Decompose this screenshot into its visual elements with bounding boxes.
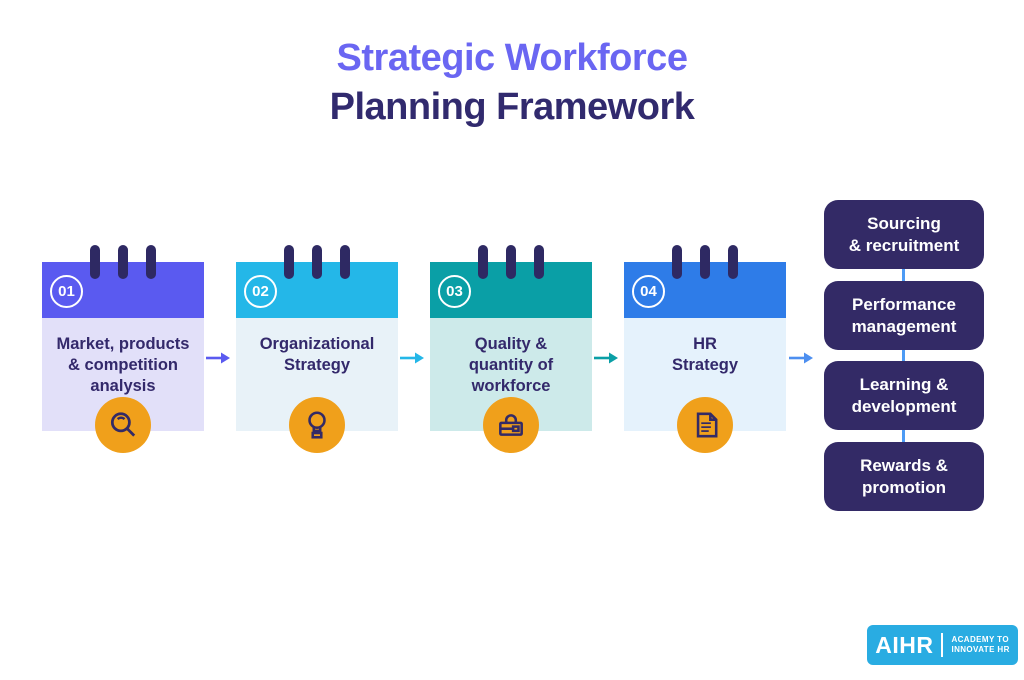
outcome-box-performance-management: Performance management — [824, 281, 984, 350]
pin-icon — [700, 245, 710, 279]
pin-icon — [672, 245, 682, 279]
step-icon-circle — [677, 397, 733, 453]
pin-icon — [118, 245, 128, 279]
flow-arrow-right-icon — [789, 352, 813, 364]
logo-brand-text: AIHR — [875, 631, 934, 658]
calendar-pins — [624, 245, 786, 279]
outcome-box-rewards-promotion: Rewards & promotion — [824, 442, 984, 511]
step-card-2: 02 Organizational Strategy — [236, 245, 398, 457]
logo-divider — [941, 633, 944, 657]
step-card-4: 04 HR Strategy — [624, 245, 786, 457]
title-line-1: Strategic Workforce — [336, 37, 688, 79]
step-label-1: Market, products & competition analysis — [42, 318, 204, 431]
step-card-1: 01 Market, products & competition analys… — [42, 245, 204, 457]
page-title: Strategic Workforce Planning Framework — [0, 34, 1024, 132]
briefcase-icon — [499, 414, 523, 436]
logo-tagline-line-1: ACADEMY TO — [951, 635, 1009, 644]
calendar-pins — [430, 245, 592, 279]
pin-icon — [534, 245, 544, 279]
calendar-pins — [236, 245, 398, 279]
step-number-badge: 02 — [244, 275, 277, 308]
step-card-3: 03 Quality & quantity of workforce — [430, 245, 592, 457]
flow-arrow-right-icon — [594, 352, 618, 364]
step-icon-circle — [289, 397, 345, 453]
step-number-badge: 01 — [50, 275, 83, 308]
pin-icon — [340, 245, 350, 279]
outcome-connector-line — [902, 210, 905, 500]
title-line-2: Planning Framework — [329, 86, 695, 128]
flow-arrow-right-icon — [206, 352, 230, 364]
flow-arrow-right-icon — [400, 352, 424, 364]
step-icon-circle — [95, 397, 151, 453]
step-icon-circle — [483, 397, 539, 453]
pin-icon — [728, 245, 738, 279]
outcome-box-learning-development: Learning & development — [824, 361, 984, 430]
document-icon — [696, 412, 718, 438]
step-label-3: Quality & quantity of workforce — [430, 318, 592, 431]
pin-icon — [312, 245, 322, 279]
aihr-logo[interactable]: AIHR ACADEMY TO INNOVATE HR — [867, 625, 1018, 665]
pin-icon — [284, 245, 294, 279]
calendar-pins — [42, 245, 204, 279]
pin-icon — [90, 245, 100, 279]
pin-icon — [478, 245, 488, 279]
logo-tagline: ACADEMY TO INNOVATE HR — [951, 635, 1009, 655]
lightbulb-icon — [308, 411, 326, 439]
outcome-box-sourcing-recruitment: Sourcing & recruitment — [824, 200, 984, 269]
logo-tagline-line-2: INNOVATE HR — [951, 645, 1010, 654]
pin-icon — [506, 245, 516, 279]
pin-icon — [146, 245, 156, 279]
step-number-badge: 03 — [438, 275, 471, 308]
search-icon — [110, 412, 136, 437]
step-number-badge: 04 — [632, 275, 665, 308]
